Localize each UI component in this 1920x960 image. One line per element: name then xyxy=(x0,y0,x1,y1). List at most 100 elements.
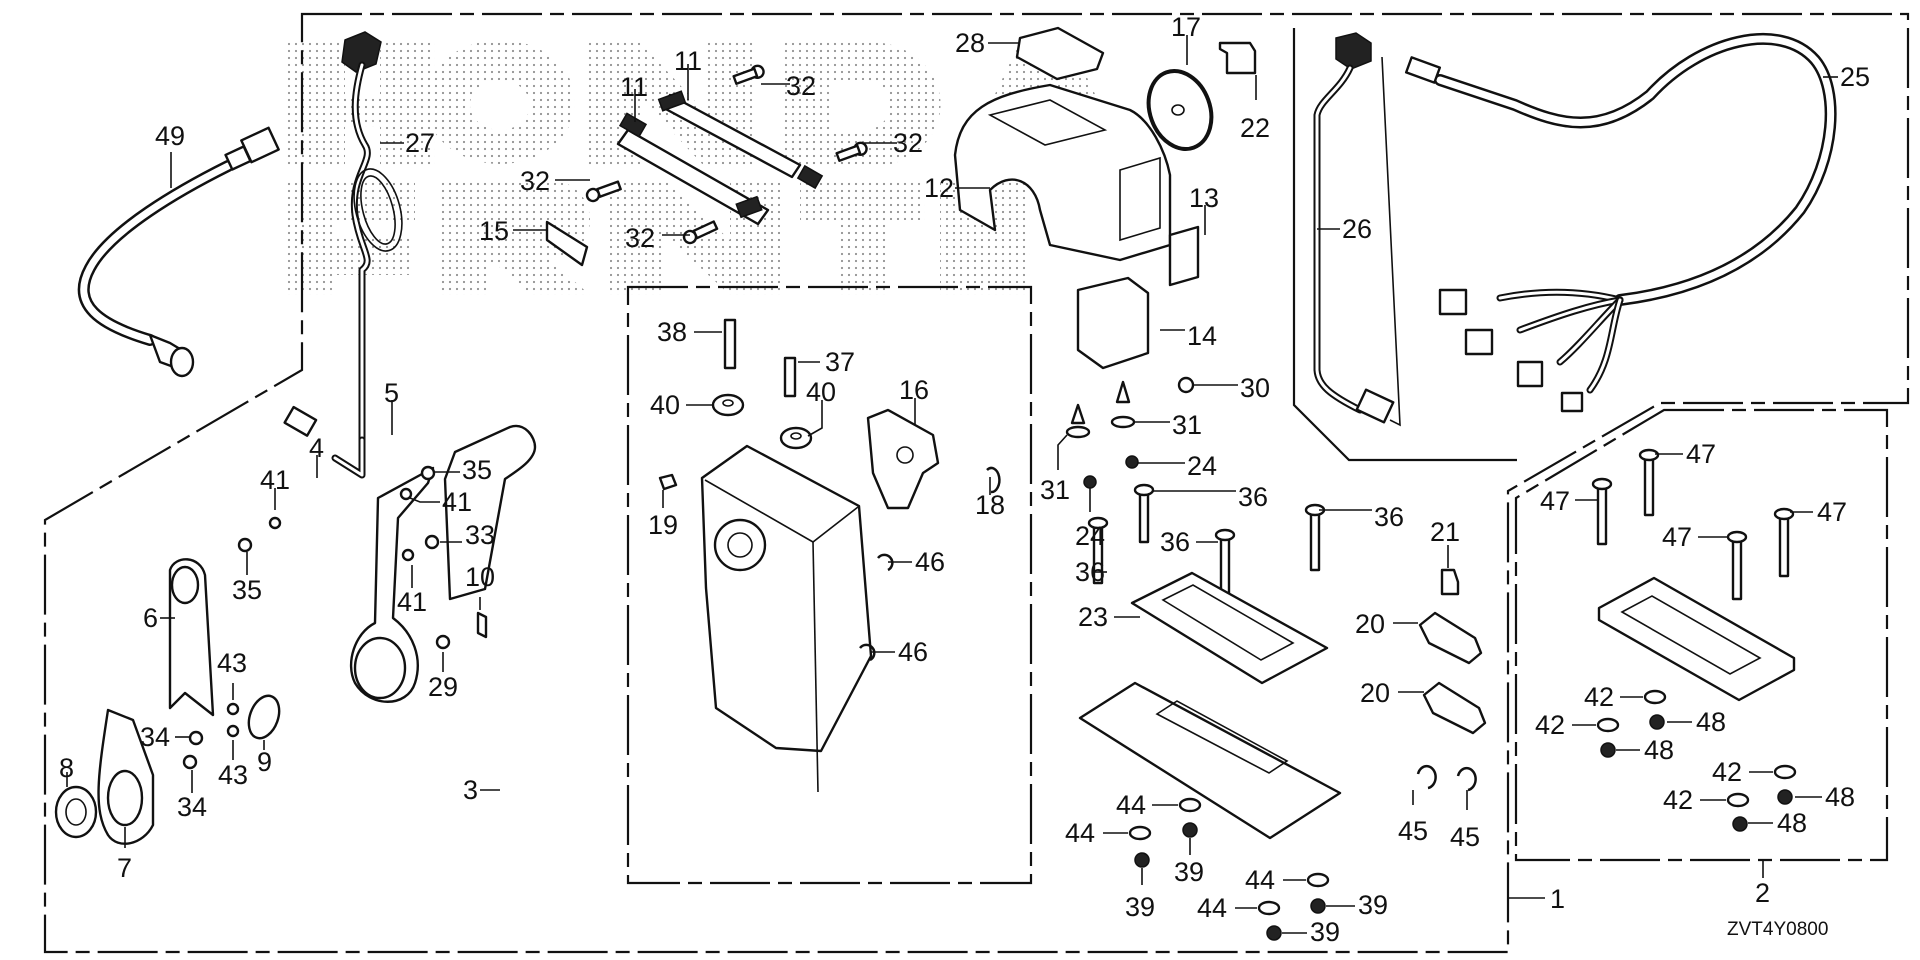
callout-27[interactable]: 27 xyxy=(405,128,435,158)
callout-40[interactable]: 40 xyxy=(650,390,680,420)
callout-34[interactable]: 34 xyxy=(177,792,207,822)
part-36-bolts xyxy=(1087,483,1326,595)
part-16-cam xyxy=(866,408,940,510)
part-49-harness xyxy=(77,126,280,378)
callout-43[interactable]: 43 xyxy=(217,648,247,678)
callout-32[interactable]: 32 xyxy=(786,71,816,101)
callout-45[interactable]: 45 xyxy=(1450,822,1480,852)
callout-36[interactable]: 36 xyxy=(1160,527,1190,557)
callout-39[interactable]: 39 xyxy=(1125,892,1155,922)
part-6-cover xyxy=(168,558,215,717)
callout-40[interactable]: 40 xyxy=(806,377,836,407)
callout-36[interactable]: 36 xyxy=(1374,502,1404,532)
callout-23[interactable]: 23 xyxy=(1078,602,1108,632)
callout-31[interactable]: 31 xyxy=(1040,475,1070,505)
callout-21[interactable]: 21 xyxy=(1430,517,1460,547)
callout-46[interactable]: 46 xyxy=(898,637,928,667)
callout-24[interactable]: 24 xyxy=(1187,451,1217,481)
callout-35[interactable]: 35 xyxy=(232,575,262,605)
callout-36[interactable]: 36 xyxy=(1075,557,1105,587)
callout-47[interactable]: 47 xyxy=(1817,497,1847,527)
callout-1[interactable]: 1 xyxy=(1550,884,1565,914)
callout-44[interactable]: 44 xyxy=(1065,818,1095,848)
callout-26[interactable]: 26 xyxy=(1342,214,1372,244)
callout-5[interactable]: 5 xyxy=(384,378,399,408)
part-17-ring xyxy=(1146,69,1214,151)
callout-31[interactable]: 31 xyxy=(1172,410,1202,440)
callout-44[interactable]: 44 xyxy=(1245,865,1275,895)
callout-36[interactable]: 36 xyxy=(1238,482,1268,512)
callout-35[interactable]: 35 xyxy=(462,455,492,485)
callout-43[interactable]: 43 xyxy=(218,760,248,790)
callout-22[interactable]: 22 xyxy=(1240,113,1270,143)
callout-42[interactable]: 42 xyxy=(1663,785,1693,815)
callout-32[interactable]: 32 xyxy=(625,223,655,253)
callout-32[interactable]: 32 xyxy=(893,128,923,158)
part-14-housing xyxy=(1076,276,1150,370)
part-40-collars xyxy=(711,393,813,450)
callout-4[interactable]: 4 xyxy=(309,433,324,463)
callout-32[interactable]: 32 xyxy=(520,166,550,196)
callout-14[interactable]: 14 xyxy=(1187,321,1217,351)
callout-19[interactable]: 19 xyxy=(648,510,678,540)
callout-47[interactable]: 47 xyxy=(1686,439,1716,469)
callout-2[interactable]: 2 xyxy=(1755,878,1770,908)
callout-3[interactable]: 3 xyxy=(463,775,478,805)
callout-39[interactable]: 39 xyxy=(1358,890,1388,920)
callout-13[interactable]: 13 xyxy=(1189,183,1219,213)
callout-34[interactable]: 34 xyxy=(140,722,170,752)
callout-48[interactable]: 48 xyxy=(1825,782,1855,812)
part-22-plug xyxy=(1218,41,1257,75)
callout-42[interactable]: 42 xyxy=(1535,710,1565,740)
callout-10[interactable]: 10 xyxy=(465,562,495,592)
callout-7[interactable]: 7 xyxy=(117,853,132,883)
callout-11[interactable]: 11 xyxy=(674,46,702,76)
part-45-eclips xyxy=(1416,764,1477,792)
callout-20[interactable]: 20 xyxy=(1355,609,1385,639)
callout-44[interactable]: 44 xyxy=(1116,790,1146,820)
part-15-plate xyxy=(545,220,589,267)
callout-48[interactable]: 48 xyxy=(1696,707,1726,737)
callout-47[interactable]: 47 xyxy=(1540,486,1570,516)
callout-11[interactable]: 11 xyxy=(620,72,648,102)
part-11-brackets xyxy=(616,90,824,226)
callout-28[interactable]: 28 xyxy=(955,28,985,58)
callout-39[interactable]: 39 xyxy=(1310,917,1340,947)
callout-20[interactable]: 20 xyxy=(1360,678,1390,708)
callout-44[interactable]: 44 xyxy=(1197,893,1227,923)
callout-30[interactable]: 30 xyxy=(1240,373,1270,403)
callout-29[interactable]: 29 xyxy=(428,672,458,702)
callout-16[interactable]: 16 xyxy=(899,375,929,405)
callout-17[interactable]: 17 xyxy=(1171,12,1201,42)
callout-39[interactable]: 39 xyxy=(1174,857,1204,887)
callout-33[interactable]: 33 xyxy=(465,520,495,550)
callout-49[interactable]: 49 xyxy=(155,121,185,151)
part-44-washers xyxy=(1128,797,1330,916)
callout-48[interactable]: 48 xyxy=(1777,808,1807,838)
part-20-blocks xyxy=(1418,611,1487,735)
callout-24[interactable]: 24 xyxy=(1075,521,1105,551)
callout-45[interactable]: 45 xyxy=(1398,816,1428,846)
callout-8[interactable]: 8 xyxy=(59,753,74,783)
callout-15[interactable]: 15 xyxy=(479,216,509,246)
callout-48[interactable]: 48 xyxy=(1644,735,1674,765)
part-32-screws xyxy=(585,64,868,245)
callout-12[interactable]: 12 xyxy=(924,173,954,203)
callout-18[interactable]: 18 xyxy=(975,490,1005,520)
part-31-screws xyxy=(1065,380,1136,439)
callout-41[interactable]: 41 xyxy=(442,487,472,517)
callout-41[interactable]: 41 xyxy=(397,587,427,617)
callout-9[interactable]: 9 xyxy=(257,747,272,777)
callout-25[interactable]: 25 xyxy=(1840,62,1870,92)
harness-subgroup-boundary xyxy=(1292,28,1517,462)
callout-41[interactable]: 41 xyxy=(260,465,290,495)
part-25-harness xyxy=(1404,33,1837,413)
callout-47[interactable]: 47 xyxy=(1662,522,1692,552)
callout-38[interactable]: 38 xyxy=(657,317,687,347)
callout-46[interactable]: 46 xyxy=(915,547,945,577)
callout-42[interactable]: 42 xyxy=(1712,757,1742,787)
callout-42[interactable]: 42 xyxy=(1584,682,1614,712)
callout-6[interactable]: 6 xyxy=(143,603,158,633)
callout-37[interactable]: 37 xyxy=(825,347,855,377)
